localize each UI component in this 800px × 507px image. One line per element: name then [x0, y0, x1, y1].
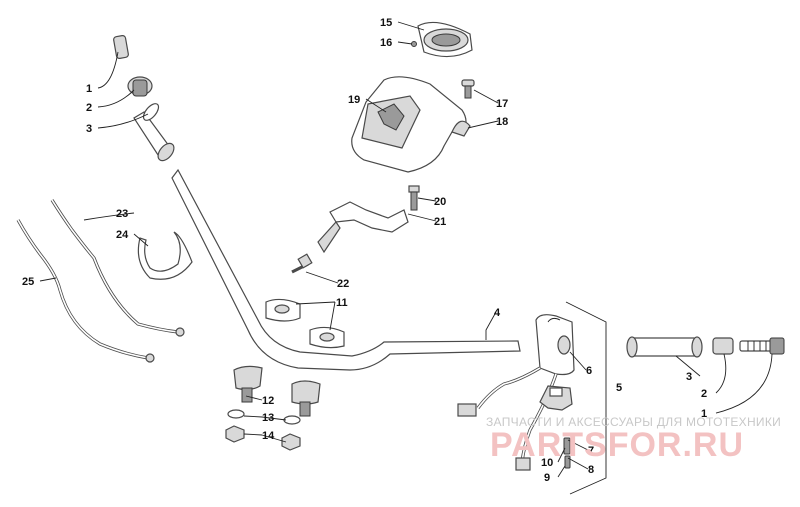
connector-left — [457, 403, 477, 417]
right-grip-assembly — [626, 336, 785, 358]
callout-5: 5 — [616, 382, 622, 394]
grip-right — [627, 337, 699, 357]
callout-2: 2 — [701, 388, 707, 400]
callout-17: 17 — [496, 98, 508, 110]
bar-end-weight-right — [712, 337, 734, 355]
callout-8: 8 — [588, 464, 594, 476]
callout-6: 6 — [586, 365, 592, 377]
left-grip-assembly — [113, 35, 175, 162]
callout-3: 3 — [86, 123, 92, 135]
callout-11: 11 — [336, 297, 348, 309]
leader-lines — [39, 21, 773, 478]
callout-16: 16 — [380, 37, 392, 49]
watermark: ЗАПЧАСТИ И АКСЕССУАРЫ ДЛЯ МОТОТЕХНИКИ PA… — [486, 415, 781, 464]
callout-12: 12 — [262, 395, 274, 407]
risers — [225, 365, 321, 451]
instrument-housing — [351, 76, 471, 173]
callout-7: 7 — [588, 445, 594, 457]
bar-end-weight-body-left — [132, 79, 148, 97]
callout-23: 23 — [116, 208, 128, 220]
callout-9: 9 — [544, 472, 550, 484]
cables — [16, 199, 193, 363]
callout-18: 18 — [496, 116, 508, 128]
watermark-caption: ЗАПЧАСТИ И АКСЕССУАРЫ ДЛЯ МОТОТЕХНИКИ — [486, 415, 781, 429]
callout-labels: 1234567891011121314151617181920212223242… — [22, 17, 707, 484]
callout-25: 25 — [22, 276, 34, 288]
callout-14: 14 — [262, 430, 275, 442]
callout-20: 20 — [434, 196, 446, 208]
screw-17 — [461, 79, 475, 99]
connector-bottom — [515, 457, 531, 471]
gauge-cluster — [411, 21, 473, 58]
callout-3: 3 — [686, 371, 692, 383]
callout-1: 1 — [701, 408, 707, 420]
callout-2: 2 — [86, 102, 92, 114]
switch-housing — [535, 314, 575, 376]
watermark-brand: PARTSFOR.RU — [490, 426, 744, 464]
callout-1: 1 — [86, 83, 92, 95]
bracket-line-5 — [565, 301, 607, 495]
mounting-bracket — [291, 185, 420, 274]
handlebar — [171, 168, 521, 371]
callout-13: 13 — [262, 412, 274, 424]
callout-21: 21 — [434, 216, 446, 228]
clamps-11 — [265, 298, 345, 349]
callout-24: 24 — [116, 229, 129, 241]
callout-10: 10 — [541, 457, 553, 469]
bar-end-bolt-left — [113, 35, 129, 59]
throttle-switch — [539, 385, 573, 469]
callout-4: 4 — [494, 307, 501, 319]
callout-22: 22 — [337, 278, 349, 290]
callout-19: 19 — [348, 94, 360, 106]
screw — [563, 437, 571, 455]
callout-15: 15 — [380, 17, 392, 29]
